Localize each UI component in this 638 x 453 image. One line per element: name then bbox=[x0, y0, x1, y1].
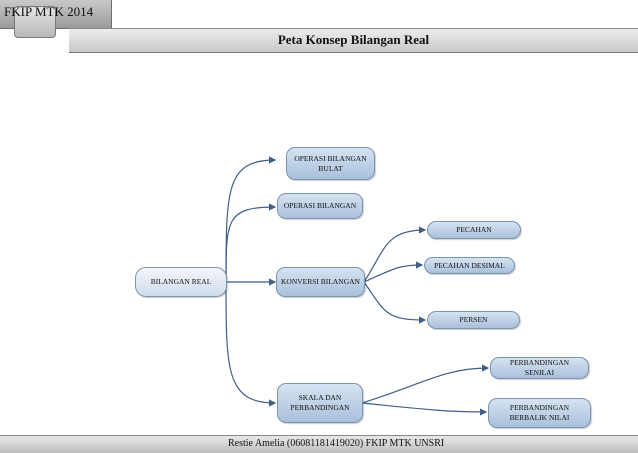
node-konversi-bilangan-label: KONVERSI BILANGAN bbox=[281, 277, 360, 286]
node-pecahan: PECAHAN bbox=[427, 221, 521, 239]
node-perbandingan-senilai-label: PERBANDINGAN SENILAI bbox=[509, 358, 570, 377]
link-root-operasi-bulat bbox=[225, 156, 277, 283]
node-konversi-bilangan: KONVERSI BILANGAN bbox=[276, 267, 365, 297]
tab-label: FKIP MTK 2014 bbox=[4, 4, 94, 19]
node-perbandingan-berbalik-label: PERBANDINGAN BERBALIK NILAI bbox=[509, 403, 570, 422]
node-skala-label: SKALA DAN PERBANDINGAN bbox=[290, 393, 350, 412]
link-konversi-persen bbox=[363, 281, 427, 324]
link-konversi-pecahan bbox=[363, 226, 427, 283]
link-root-operasi bbox=[225, 203, 277, 283]
node-perbandingan-berbalik-nilai: PERBANDINGAN BERBALIK NILAI bbox=[488, 398, 591, 428]
tab-decoration bbox=[14, 6, 56, 38]
node-perbandingan-senilai: PERBANDINGAN SENILAI bbox=[490, 357, 589, 379]
link-konversi-desimal bbox=[363, 261, 424, 283]
node-skala-dan-perbandingan: SKALA DAN PERBANDINGAN bbox=[277, 383, 363, 423]
link-root-skala bbox=[225, 281, 277, 407]
node-bilangan-real: BILANGAN REAL bbox=[135, 267, 227, 297]
node-operasi-bilangan: OPERASI BILANGAN bbox=[277, 193, 363, 219]
node-bilangan-real-label: BILANGAN REAL bbox=[150, 277, 212, 286]
node-pecahan-label: PECAHAN bbox=[456, 225, 492, 234]
node-pecahan-desimal: PECAHAN DESIMAL bbox=[424, 257, 515, 274]
node-operasi-bilangan-bulat: OPERASI BILANGAN BULAT bbox=[286, 147, 375, 180]
link-skala-berbalik bbox=[361, 402, 488, 416]
footer-credit: Restie Amelia (06081181419020) FKIP MTK … bbox=[228, 438, 445, 449]
link-skala-senilai bbox=[361, 364, 490, 404]
node-persen-label: PERSEN bbox=[459, 315, 488, 324]
node-operasi-bilangan-label: OPERASI BILANGAN bbox=[283, 201, 357, 210]
page-title: Peta Konsep Bilangan Real bbox=[277, 32, 430, 47]
tab-header: FKIP MTK 2014 bbox=[0, 0, 112, 38]
node-operasi-bilangan-bulat-label: OPERASI BILANGAN BULAT bbox=[294, 153, 367, 173]
footer-bar: Restie Amelia (06081181419020) FKIP MTK … bbox=[0, 435, 638, 453]
title-bar: Peta Konsep Bilangan Real bbox=[69, 28, 638, 53]
node-pecahan-desimal-label: PECAHAN DESIMAL bbox=[434, 260, 505, 270]
node-persen: PERSEN bbox=[427, 311, 520, 329]
